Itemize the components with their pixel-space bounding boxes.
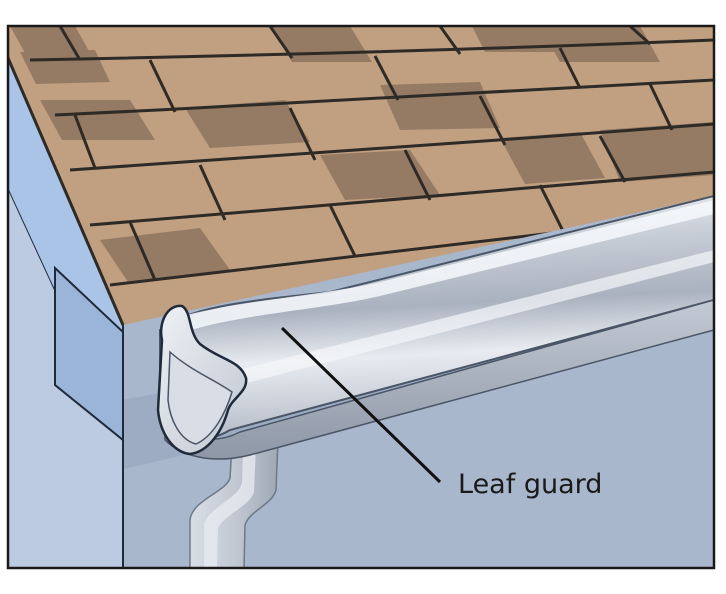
downspout-highlight: [204, 446, 256, 568]
roof-edge: [8, 57, 125, 326]
callout-line: [280, 326, 442, 484]
gutter-shine: [230, 250, 714, 386]
diagram-frame: [6, 24, 716, 570]
leaf-guard: [175, 200, 714, 332]
leaf-guard-label: Leaf guard: [458, 469, 602, 500]
end-cap-inner: [167, 350, 233, 445]
